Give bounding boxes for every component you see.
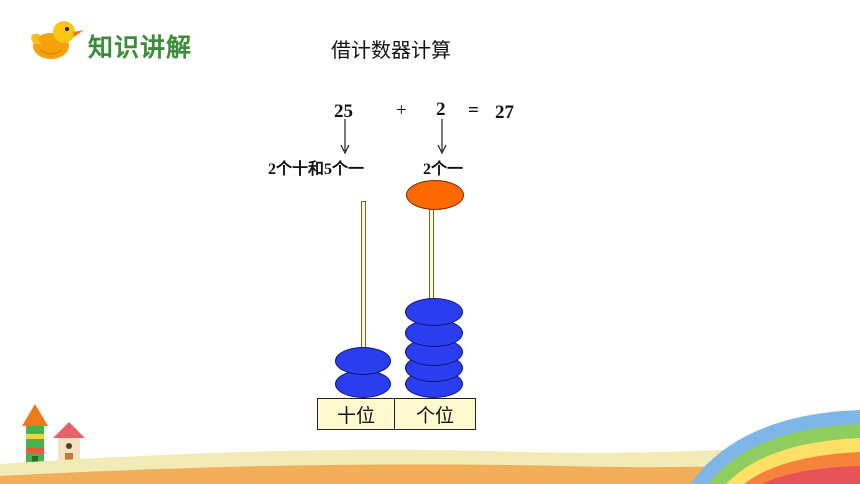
tens-place-box: 十位 xyxy=(317,398,395,430)
right-caption: 2个一 xyxy=(423,161,464,178)
equation-plus: + xyxy=(396,100,407,121)
ones-place-box: 个位 xyxy=(394,398,476,430)
equation-result: 27 xyxy=(495,102,514,123)
tens-place-label: 十位 xyxy=(336,404,375,427)
ones-place-label: 个位 xyxy=(415,404,454,427)
arrow-down-icon xyxy=(437,119,447,155)
equation-right: 2 xyxy=(436,99,446,120)
duck-mascot-icon xyxy=(31,21,84,59)
slide-title: 借计数器计算 xyxy=(331,38,451,62)
rainbow-decoration xyxy=(0,410,860,484)
equation-equals: = xyxy=(468,100,479,121)
hut-icon xyxy=(53,422,85,464)
header-title: 知识讲解 xyxy=(88,33,193,62)
castle-tower-icon xyxy=(22,404,48,466)
left-caption: 2个十和5个一 xyxy=(268,161,365,178)
added-bead xyxy=(406,180,464,210)
ones-bead xyxy=(405,298,463,326)
arrow-down-icon xyxy=(340,119,350,155)
tens-bead xyxy=(335,347,391,375)
equation-left: 25 xyxy=(334,101,353,122)
